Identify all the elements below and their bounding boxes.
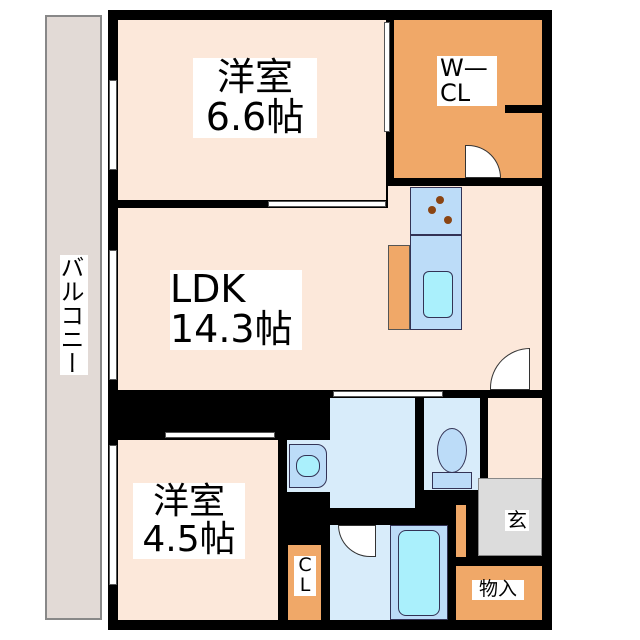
wcl-wall <box>505 105 542 113</box>
sliding-door[interactable] <box>384 22 390 132</box>
bathtub <box>398 530 440 616</box>
toilet-bowl <box>437 428 467 473</box>
toilet-tank <box>432 472 472 489</box>
basin-bowl <box>296 455 320 477</box>
burner-icon <box>444 216 452 224</box>
window[interactable] <box>109 250 117 380</box>
sliding-door[interactable] <box>333 391 443 397</box>
storage-label: 物入 <box>472 579 524 600</box>
entrance-label: 玄 <box>505 508 529 532</box>
window[interactable] <box>109 445 117 585</box>
window[interactable] <box>109 80 117 170</box>
sliding-door[interactable] <box>165 432 275 438</box>
burner-icon <box>436 196 444 204</box>
stove <box>410 187 462 235</box>
sliding-door[interactable] <box>268 201 386 207</box>
shoe-cabinet <box>456 505 466 557</box>
burner-icon <box>428 206 436 214</box>
entry-hall <box>488 398 542 478</box>
kitchen-shelf <box>388 245 410 330</box>
balcony-label: バルコニー <box>56 255 88 375</box>
kitchen-sink <box>423 271 453 318</box>
washroom <box>330 398 415 508</box>
wcl-label: W—CL <box>437 55 497 107</box>
